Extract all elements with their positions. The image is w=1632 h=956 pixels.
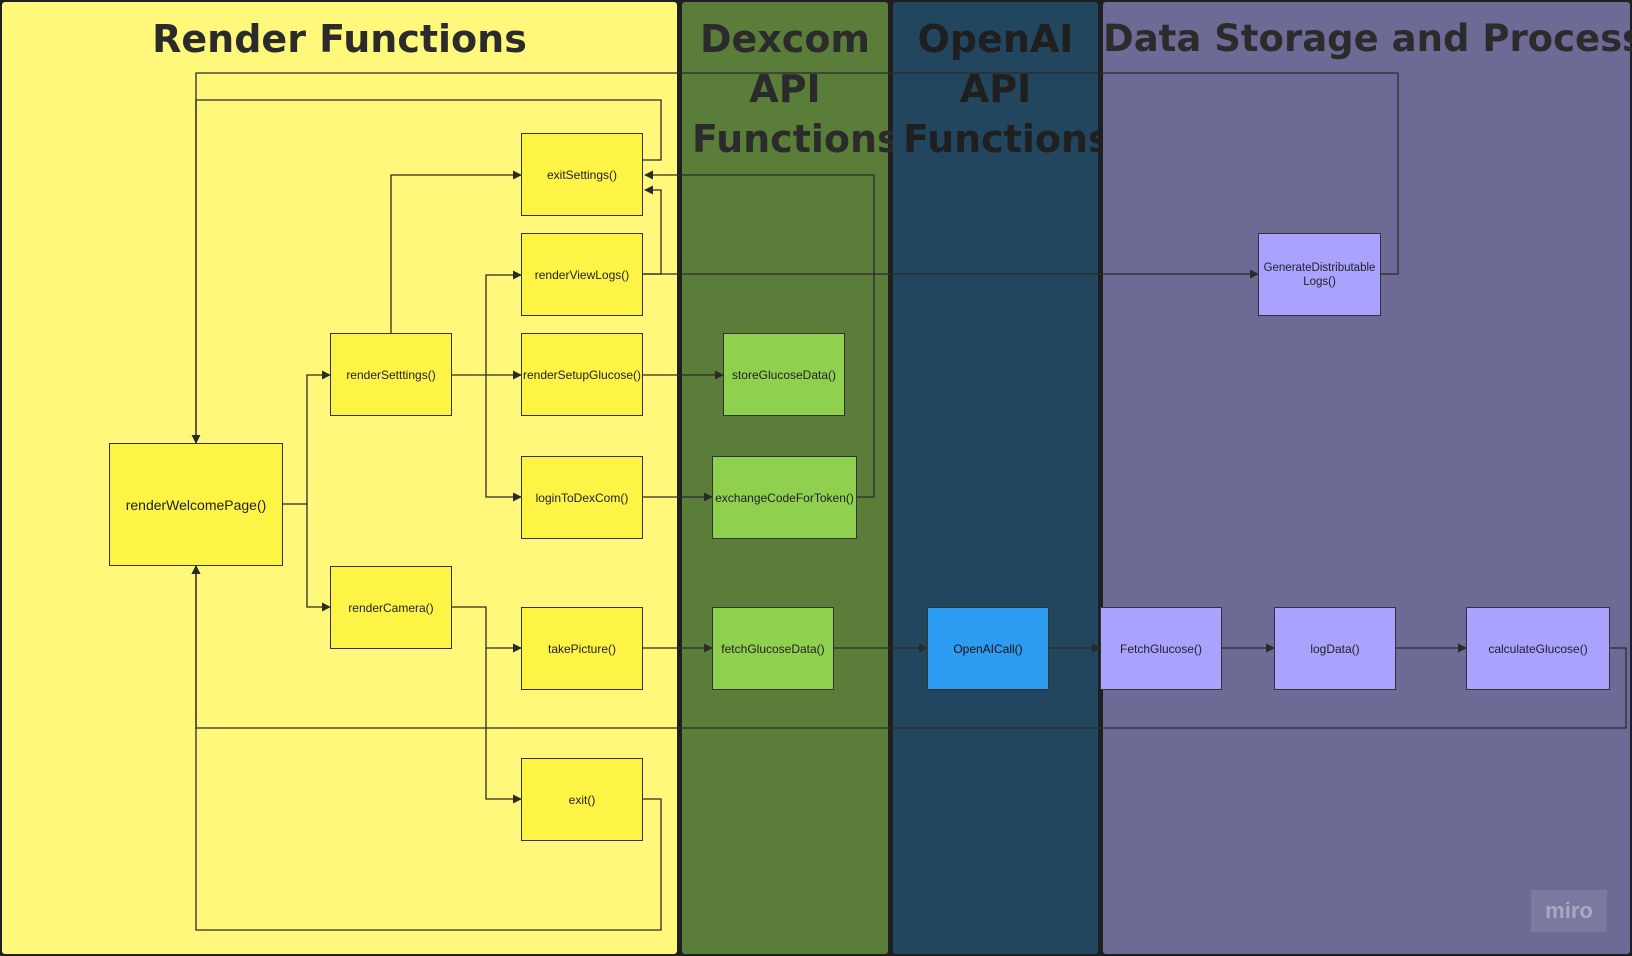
node-fetch-glucose[interactable]: FetchGlucose() (1100, 607, 1222, 690)
node-fetch-glucose-data[interactable]: fetchGlucoseData() (712, 607, 834, 690)
lane-openai-api: OpenAI API Functions (893, 2, 1111, 954)
node-label: takePicture() (547, 641, 617, 656)
node-openai-call[interactable]: OpenAICall() (927, 607, 1049, 690)
edge-welcome-to-settings (283, 370, 331, 505)
node-label: renderSetupGlucose() (522, 367, 642, 382)
node-label: renderCamera() (348, 600, 434, 615)
lane-title-openai: OpenAI API Functions (903, 17, 1111, 161)
node-render-settings[interactable]: renderSetttings() (330, 333, 452, 416)
node-label: renderWelcomePage() (125, 496, 267, 513)
node-render-camera[interactable]: renderCamera() (330, 566, 452, 649)
edge-settings-to-login (485, 375, 522, 502)
node-login-to-dexcom[interactable]: loginToDexCom() (521, 456, 643, 539)
node-store-glucose-data[interactable]: storeGlucoseData() (723, 333, 845, 416)
lane-title-render: Render Functions (152, 17, 527, 61)
lane-title-dexcom: Dexcom API Functions (692, 17, 900, 161)
node-label: OpenAICall() (953, 641, 1023, 656)
node-exit[interactable]: exit() (521, 758, 643, 841)
edge-generatelogs-to-welcome (195, 72, 1399, 443)
edge-viewlogs-to-exitsettings (643, 185, 662, 275)
node-label: FetchGlucose() (1119, 641, 1203, 656)
node-label: renderSetttings() (346, 367, 436, 382)
miro-watermark: miro (1531, 890, 1607, 932)
node-label: renderViewLogs() (534, 267, 630, 282)
edge-settings-to-viewlogs (485, 270, 522, 375)
node-label: logData() (1310, 641, 1360, 656)
node-label: calculateGlucose() (1488, 641, 1588, 656)
node-render-welcome-page[interactable]: renderWelcomePage() (109, 443, 283, 566)
edge-exchange-to-exitsettings (644, 170, 875, 498)
node-label: exchangeCodeForToken() (715, 490, 854, 505)
edge-welcome-to-camera (306, 504, 331, 612)
node-take-picture[interactable]: takePicture() (521, 607, 643, 690)
edge-calculate-to-welcome (191, 565, 1627, 729)
edge-exit-to-welcome (191, 565, 662, 931)
node-label: fetchGlucoseData() (721, 641, 825, 656)
node-calculate-glucose[interactable]: calculateGlucose() (1466, 607, 1610, 690)
edge-settings-to-exitsettings (390, 170, 522, 333)
node-label: GenerateDistributable Logs() (1263, 261, 1376, 288)
node-exchange-code-for-token[interactable]: exchangeCodeForToken() (712, 456, 857, 539)
node-label: exit() (568, 792, 596, 807)
edge-camera-to-exit (485, 648, 522, 804)
node-log-data[interactable]: logData() (1274, 607, 1396, 690)
lane-title-storage: Data Storage and Processing (1103, 17, 1632, 60)
edge-camera-to-takepicture (452, 606, 522, 653)
lane-data-storage: Data Storage and Processing (1103, 2, 1632, 954)
node-label: exitSettings() (546, 167, 618, 182)
node-exit-settings[interactable]: exitSettings() (521, 133, 643, 216)
node-label: loginToDexCom() (535, 490, 629, 505)
node-label: storeGlucoseData() (731, 367, 837, 382)
node-render-view-logs[interactable]: renderViewLogs() (521, 233, 643, 316)
node-generate-distributable-logs[interactable]: GenerateDistributable Logs() (1258, 233, 1381, 316)
node-render-setup-glucose[interactable]: renderSetupGlucose() (521, 333, 643, 416)
